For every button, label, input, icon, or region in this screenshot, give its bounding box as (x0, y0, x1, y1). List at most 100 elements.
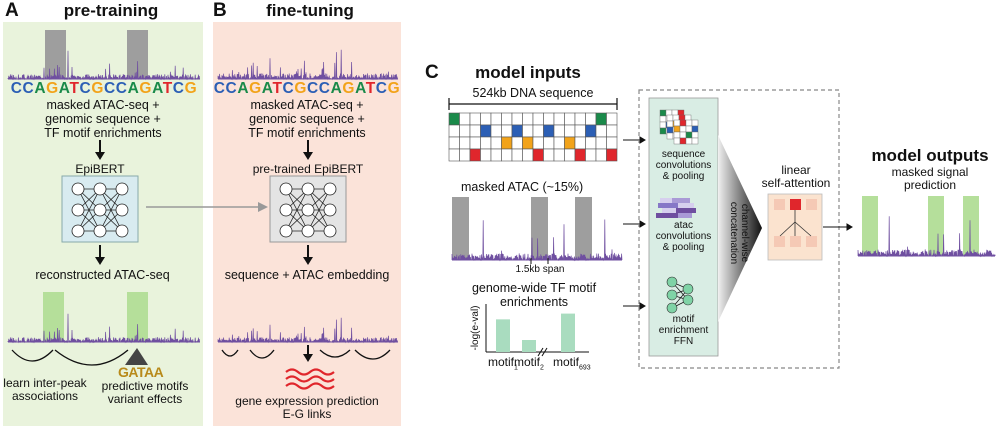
masked-region (45, 30, 66, 79)
onehot-cell (553, 124, 565, 138)
highlighted-peak (127, 292, 148, 342)
predicted-peak (963, 196, 979, 256)
motif-bar (522, 340, 536, 352)
onehot-cell (490, 148, 502, 162)
conv-cell (679, 131, 687, 139)
onehot-cell (564, 112, 576, 126)
conv-cell (666, 114, 674, 122)
epibert-network-a (61, 175, 139, 243)
input-line: genomic sequence + (45, 112, 161, 126)
nucleotide: C (172, 80, 185, 97)
onehot-cell (480, 124, 492, 138)
label-line: genome-wide TF motif (471, 281, 597, 295)
nucleotide: C (79, 80, 92, 97)
nucleotide: A (127, 80, 140, 97)
embedding-label: sequence + ATAC embedding (224, 268, 390, 282)
onehot-cell (469, 124, 481, 138)
label-line: masked signal (891, 165, 969, 179)
nucleotide: G (294, 80, 307, 97)
sequence-conv-icon (659, 109, 699, 145)
conv-cell (673, 131, 681, 139)
conv-cell (691, 125, 699, 133)
concatenation-label: channel-wise concatenation (728, 178, 750, 288)
onehot-cell (606, 136, 618, 150)
panel-b-input-track (217, 49, 398, 81)
nucleotide: C (282, 80, 295, 97)
onehot-cell (511, 136, 523, 150)
epibert-network-b (269, 175, 347, 243)
label-line: enrichment (658, 325, 709, 336)
atac-signal (451, 219, 623, 262)
onehot-cell (480, 112, 492, 126)
panel-b-letter: B (213, 0, 227, 21)
nucleotide: G (387, 80, 401, 97)
conv-cell (673, 125, 681, 133)
onehot-cell (459, 148, 471, 162)
label-line: FFN (673, 336, 694, 347)
masked-region (531, 197, 548, 260)
nucleotide: A (152, 80, 163, 97)
nucleotide: A (261, 80, 273, 97)
motif-bar-text: motif (553, 355, 580, 369)
nucleotide: C (307, 80, 319, 97)
nucleotide: C (318, 80, 331, 97)
seq-conv-label: sequence convolutions & pooling (649, 149, 718, 182)
onehot-cell (480, 136, 492, 150)
panel-a-inputs: masked ATAC-seq + genomic sequence + TF … (8, 98, 198, 140)
inter-peak-label: learn inter-peak associations (0, 377, 90, 403)
nucleotide: G (46, 80, 59, 97)
atac-signal (7, 313, 200, 344)
onehot-cell (606, 112, 618, 126)
reconstructed-atac-label: reconstructed ATAC-seq (35, 268, 170, 282)
conv-cell (666, 132, 674, 140)
epibert-label: EpiBERT (75, 162, 125, 176)
panel-c-letter: C (425, 62, 439, 83)
nucleotide: A (34, 80, 47, 97)
conv-cell (685, 137, 693, 145)
panel-a-letter: A (5, 0, 19, 21)
motif-bar-label: motif1 (488, 355, 518, 371)
nucleotide: C (10, 80, 23, 97)
onehot-cell (532, 112, 544, 126)
nucleotide: A (237, 80, 250, 97)
label-line: enrichments (499, 295, 569, 309)
onehot-cell (501, 136, 513, 150)
nucleotide: A (355, 80, 366, 97)
conv-cell (685, 131, 693, 139)
onehot-cell (532, 136, 544, 150)
nucleotide: C (115, 80, 128, 97)
attention-label: linear self-attention (756, 164, 836, 190)
panel-b-title: fine-tuning (266, 1, 354, 20)
motif-bar-subscript: 693 (579, 364, 591, 372)
motif-chart (485, 304, 589, 357)
onehot-cell (448, 148, 460, 162)
logo-pointer (125, 348, 148, 365)
motif-bar (561, 313, 575, 352)
span-marker (530, 258, 549, 264)
onehot-cell (595, 148, 607, 162)
nucleotide: G (91, 80, 104, 97)
motif-bar-subscript: 2 (540, 364, 544, 372)
atac-track-b-bottom (217, 317, 398, 344)
onehot-cell (574, 112, 586, 126)
atac-track-b-top (217, 49, 398, 81)
onehot-cell (543, 136, 555, 150)
panel-a-input-track (7, 30, 200, 81)
down-arrows (95, 140, 313, 362)
onehot-cell (459, 136, 471, 150)
self-attention-icon (767, 193, 823, 261)
nucleotide: C (22, 80, 35, 97)
nucleotide: C (375, 80, 388, 97)
nucleotide: T (69, 80, 80, 97)
model-inputs-title: model inputs (475, 63, 581, 82)
label-line: convolutions (655, 160, 712, 171)
onehot-cell (522, 148, 534, 162)
onehot-cell (543, 124, 555, 138)
model-architecture-box (638, 89, 840, 369)
label-line: self-attention (761, 176, 831, 190)
conv-cell (691, 137, 699, 145)
nucleotide: A (330, 80, 343, 97)
panel-b-inputs: masked ATAC-seq + genomic sequence + TF … (213, 98, 401, 140)
onehot-cell (543, 112, 555, 126)
onehot-cell (480, 148, 492, 162)
